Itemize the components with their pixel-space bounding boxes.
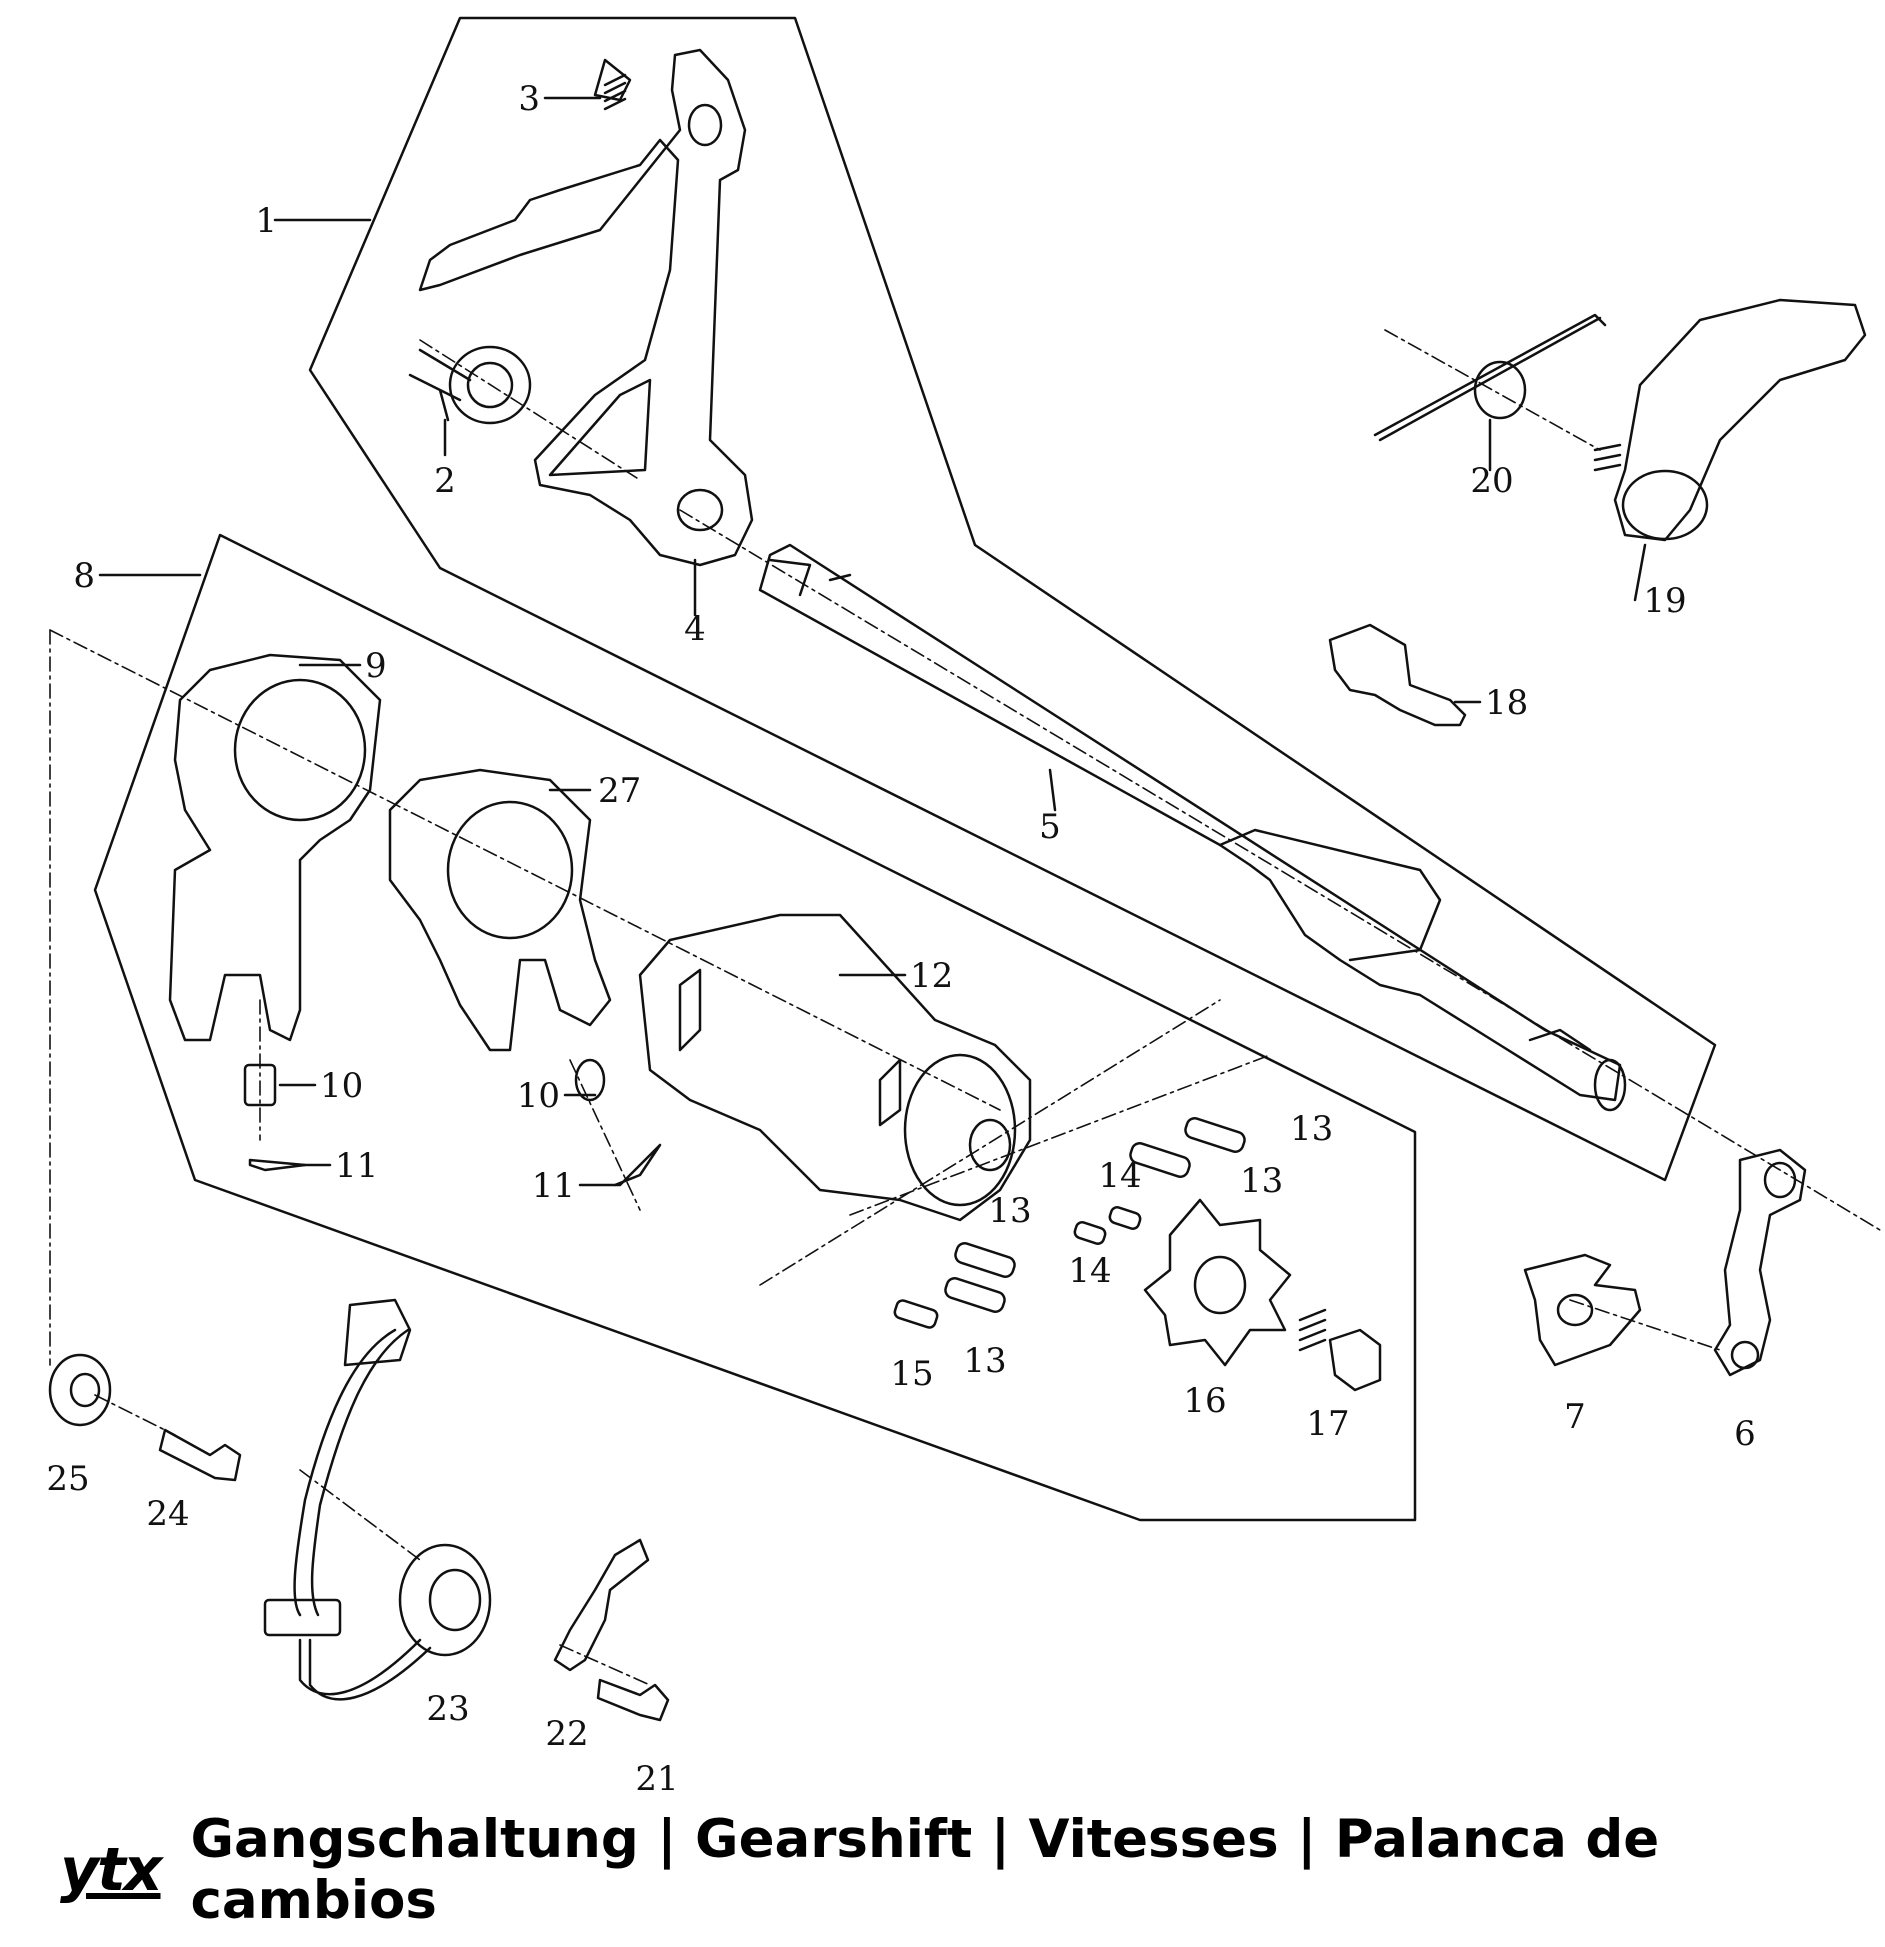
- callout-14a: 14: [1098, 1156, 1141, 1196]
- callout-12: 12: [910, 956, 953, 996]
- callout-23: 23: [426, 1689, 469, 1729]
- callout-18: 18: [1485, 683, 1528, 723]
- part-stud-18: [1328, 623, 1467, 727]
- brand-logo: ytx: [60, 1835, 162, 1905]
- callout-24: 24: [146, 1494, 189, 1534]
- callout-19: 19: [1643, 581, 1686, 621]
- callout-5: 5: [1039, 807, 1061, 847]
- callout-27: 27: [598, 771, 641, 811]
- callout-20: 20: [1470, 461, 1513, 501]
- diagram-title: Gangschaltung | Gearshift | Vitesses | P…: [190, 1809, 1660, 1931]
- callout-13c: 13: [988, 1191, 1031, 1231]
- callout-16: 16: [1183, 1381, 1226, 1421]
- part-cap-25: [48, 1353, 112, 1427]
- part-fork-9: [168, 653, 382, 1042]
- callout-22: 22: [545, 1714, 588, 1754]
- callout-2: 2: [434, 461, 456, 501]
- callout-1: 1: [255, 201, 277, 241]
- part-drum-12: [638, 913, 1032, 1222]
- part-fork-27: [388, 768, 612, 1052]
- callout-6: 6: [1734, 1414, 1756, 1454]
- callout-21: 21: [635, 1759, 678, 1799]
- callout-10a: 10: [320, 1066, 363, 1106]
- callout-11b: 11: [532, 1166, 575, 1206]
- part-lever-6: [1713, 1148, 1807, 1377]
- callout-10b: 10: [517, 1076, 560, 1116]
- callout-3: 3: [518, 79, 540, 119]
- part-shift-lever: [418, 48, 754, 567]
- caption-bar: ytx Gangschaltung | Gearshift | Vitesses…: [60, 1809, 1885, 1931]
- callout-13b: 13: [1240, 1161, 1283, 1201]
- callout-15: 15: [890, 1354, 933, 1394]
- group-outline-8: [93, 533, 1417, 1522]
- callout-13a: 13: [1290, 1109, 1333, 1149]
- part-arm-19: [1613, 298, 1867, 542]
- callout-9: 9: [365, 646, 387, 686]
- part-bracket-22: [553, 1538, 650, 1672]
- callout-13d: 13: [963, 1341, 1006, 1381]
- part-bolt-17: [1328, 1328, 1382, 1392]
- callout-8: 8: [73, 556, 95, 596]
- callout-11a: 11: [335, 1146, 378, 1186]
- callout-14b: 14: [1068, 1251, 1111, 1291]
- callout-7: 7: [1564, 1397, 1586, 1437]
- callout-4: 4: [684, 609, 706, 649]
- callout-17: 17: [1306, 1404, 1349, 1444]
- part-cam-7: [1523, 1253, 1642, 1367]
- callout-25: 25: [46, 1459, 89, 1499]
- part-sensor-23: [343, 1298, 412, 1367]
- exploded-parts-diagram: 1 2 3 4 5 6 7 8 9 10 10 11 11 12 13 13 1…: [46, 16, 1881, 1799]
- group-outline-1: [308, 16, 1717, 1182]
- part-star-16: [1143, 1198, 1292, 1367]
- part-shift-shaft: [758, 543, 1622, 1102]
